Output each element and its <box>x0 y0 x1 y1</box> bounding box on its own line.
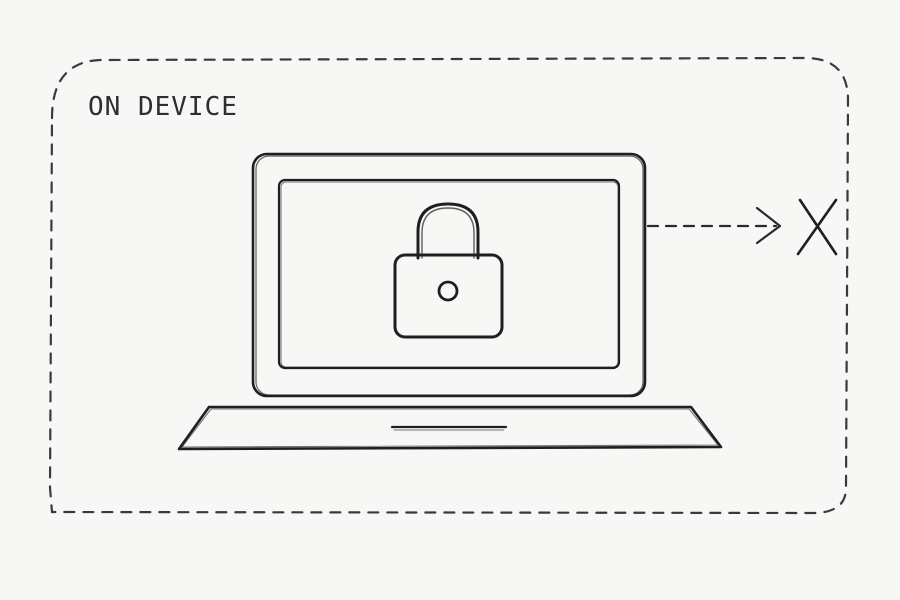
laptop-screen <box>277 178 621 370</box>
outbound-arrow <box>646 206 782 245</box>
padlock-body <box>393 253 504 339</box>
padlock-shackle <box>416 202 480 260</box>
padlock-icon <box>393 202 504 339</box>
laptop-lid <box>251 152 647 398</box>
arrow-head <box>755 206 782 245</box>
device-boundary <box>48 56 850 515</box>
padlock-keyhole <box>437 280 459 302</box>
laptop-icon <box>177 152 723 451</box>
on-device-label: ON DEVICE <box>88 92 238 122</box>
laptop-base <box>177 405 723 451</box>
x-mark-icon <box>796 198 838 256</box>
